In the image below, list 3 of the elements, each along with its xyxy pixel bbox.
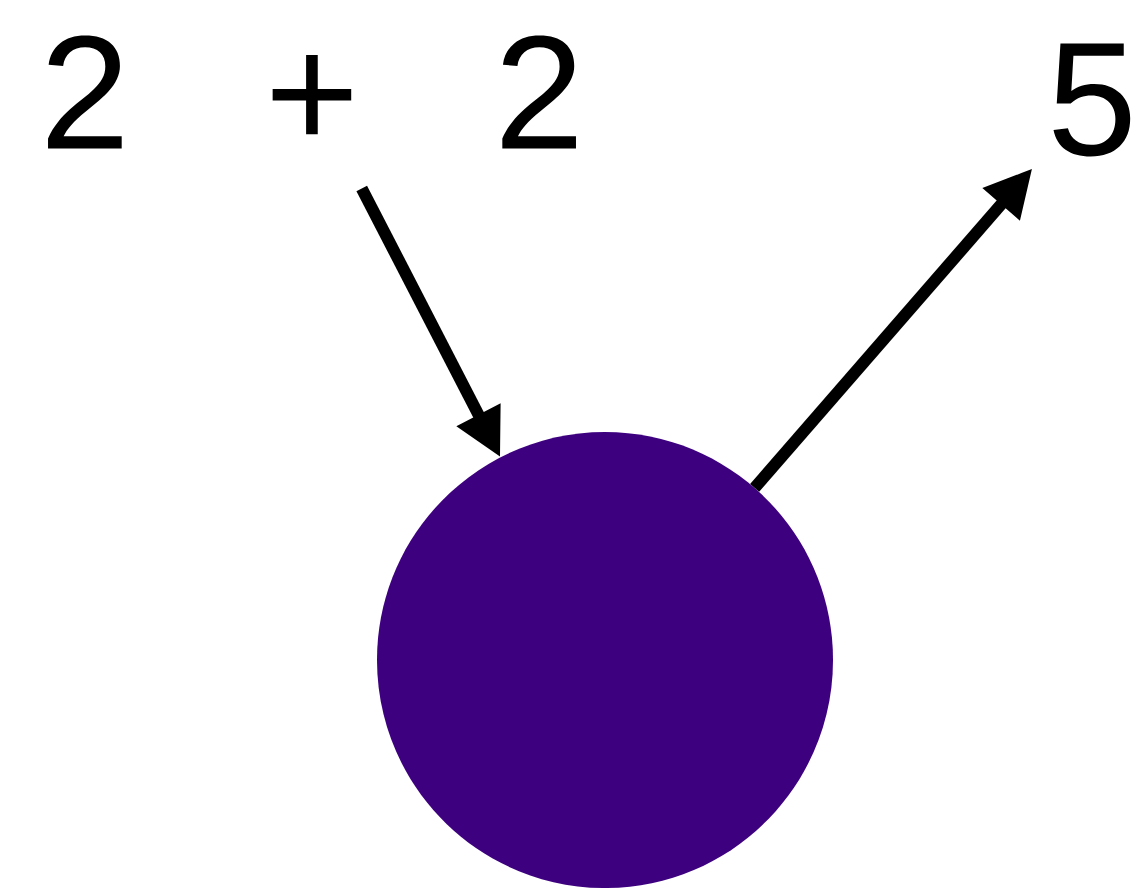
number-text: 2 + 2: [48, 35, 576, 149]
filled-circle: [377, 432, 833, 888]
number-text: 5: [1053, 43, 1131, 157]
